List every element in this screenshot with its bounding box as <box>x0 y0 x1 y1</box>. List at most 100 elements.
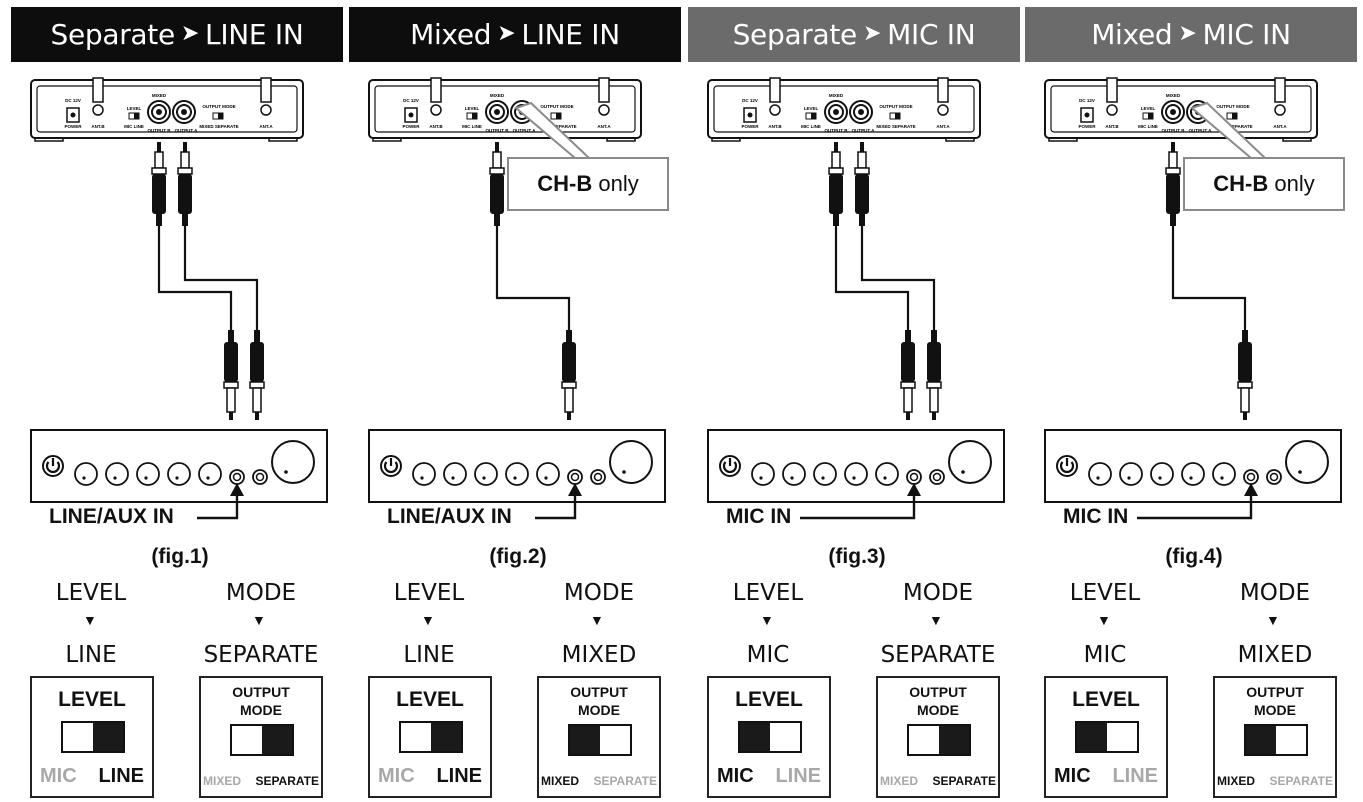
amp-knob-icon <box>1119 462 1143 486</box>
header-mode-text: Separate <box>50 18 175 51</box>
receiver-label: ANT.B <box>429 124 443 129</box>
amp-knob-icon <box>875 462 899 486</box>
level-option-line: LINE <box>1112 765 1158 787</box>
header-arrow-icon: ➤ <box>863 21 882 46</box>
mode-box-title-output: OUTPUT <box>1246 684 1304 700</box>
level-switch-knob[interactable] <box>740 723 770 751</box>
level-switch-knob[interactable] <box>93 723 123 751</box>
level-switch[interactable] <box>399 721 463 753</box>
receiver-label: MIXED <box>490 93 505 98</box>
level-switch-knob[interactable] <box>1077 723 1107 751</box>
mode-option-mixed: MIXED <box>203 774 242 788</box>
amp-knob-icon <box>1150 462 1174 486</box>
receiver-label: OUTPUT MODE <box>202 104 235 109</box>
amp-knob-icon <box>1181 462 1205 486</box>
figure-label: (fig.4) <box>1165 545 1223 568</box>
amp-knob-icon <box>412 462 436 486</box>
input-pointer-line <box>197 494 239 520</box>
amp-knob-icon <box>751 462 775 486</box>
mode-box-title-mode: MODE <box>1254 702 1296 718</box>
input-pointer-arrow-icon <box>568 483 582 496</box>
header-arrow-icon: ➤ <box>497 21 516 46</box>
antenna-b-icon <box>430 77 442 103</box>
receiver-label: OUTPUT B <box>148 128 172 133</box>
output-mode-switch[interactable] <box>907 724 971 756</box>
receiver-label: MIC LINE <box>801 124 821 129</box>
ch-b-only-callout: CH-B only <box>507 157 669 211</box>
output-mode-switch[interactable] <box>568 724 632 756</box>
output-mode-switch[interactable] <box>1244 724 1308 756</box>
level-switch-knob[interactable] <box>431 723 461 751</box>
mode-heading: MODE <box>225 580 297 606</box>
figure-label: (fig.2) <box>489 545 547 568</box>
header-arrow-icon: ➤ <box>1178 21 1197 46</box>
input-pointer-arrow-icon <box>1244 483 1258 496</box>
mode-box-title-output: OUTPUT <box>570 684 628 700</box>
level-option-mic: MIC <box>378 765 415 787</box>
mode-setting-value: MIXED <box>561 642 637 668</box>
mode-down-arrow-icon: ▼ <box>929 612 943 628</box>
receiver-label: ANT.B <box>768 124 782 129</box>
receiver-label: OUTPUT MODE <box>879 104 912 109</box>
receiver-label: OUTPUT B <box>1162 128 1186 133</box>
volume-knob-icon <box>609 440 653 484</box>
mode-down-arrow-icon: ▼ <box>1266 612 1280 628</box>
receiver-label: DC 12V <box>65 98 81 103</box>
level-switch[interactable] <box>738 721 802 753</box>
amp-knob-icon <box>136 462 160 486</box>
amp-knob-icon <box>198 462 222 486</box>
receiver-label: MIXED <box>829 93 844 98</box>
mode-heading: MODE <box>563 580 635 606</box>
level-switch[interactable] <box>61 721 125 753</box>
amp-input-label: LINE/AUX IN <box>49 505 174 528</box>
callout-only-text: only <box>1268 171 1315 196</box>
panel-header: Separate➤MIC IN <box>688 7 1020 62</box>
antenna-a-icon <box>937 77 949 103</box>
input-pointer-line <box>535 494 577 520</box>
mode-option-mixed: MIXED <box>880 774 919 788</box>
panel-header: Mixed➤MIC IN <box>1025 7 1357 62</box>
receiver-label: OUTPUT A <box>852 128 876 133</box>
receiver-label: LEVEL <box>804 106 819 111</box>
mode-down-arrow-icon: ▼ <box>590 612 604 628</box>
callout-channel-text: CH-B <box>1213 171 1269 196</box>
receiver-label: OUTPUT A <box>175 128 199 133</box>
amp-knob-icon <box>844 462 868 486</box>
mode-setting-value: MIXED <box>1237 642 1313 668</box>
level-switch[interactable] <box>1075 721 1139 753</box>
header-mode-text: Mixed <box>410 18 492 51</box>
amp-input-label: MIC IN <box>726 505 792 528</box>
volume-knob-icon <box>271 440 315 484</box>
level-down-arrow-icon: ▼ <box>1097 612 1111 628</box>
level-option-mic: MIC <box>40 765 77 787</box>
figure-label: (fig.3) <box>828 545 886 568</box>
output-mode-switch[interactable] <box>230 724 294 756</box>
header-mode-text: Mixed <box>1091 18 1173 51</box>
input-pointer-arrow-icon <box>230 483 244 496</box>
mode-setting-value: SEPARATE <box>203 642 319 668</box>
output-mode-switch-knob[interactable] <box>570 726 600 754</box>
output-mode-switch-knob[interactable] <box>939 726 969 754</box>
output-mode-switch-knob[interactable] <box>1246 726 1276 754</box>
receiver-label: ANT.A <box>936 124 950 129</box>
level-box-title: LEVEL <box>1072 688 1140 711</box>
output-mode-switch-knob[interactable] <box>262 726 292 754</box>
amp-knob-icon <box>105 462 129 486</box>
receiver-label: MIXED SEPARATE <box>199 124 238 129</box>
receiver-label: DC 12V <box>742 98 758 103</box>
receiver-label: DC 12V <box>403 98 419 103</box>
mode-heading: MODE <box>902 580 974 606</box>
header-mode-text: Separate <box>732 18 858 51</box>
receiver-label: OUTPUT MODE <box>1216 104 1249 109</box>
panel-header: Mixed➤LINE IN <box>349 7 681 62</box>
